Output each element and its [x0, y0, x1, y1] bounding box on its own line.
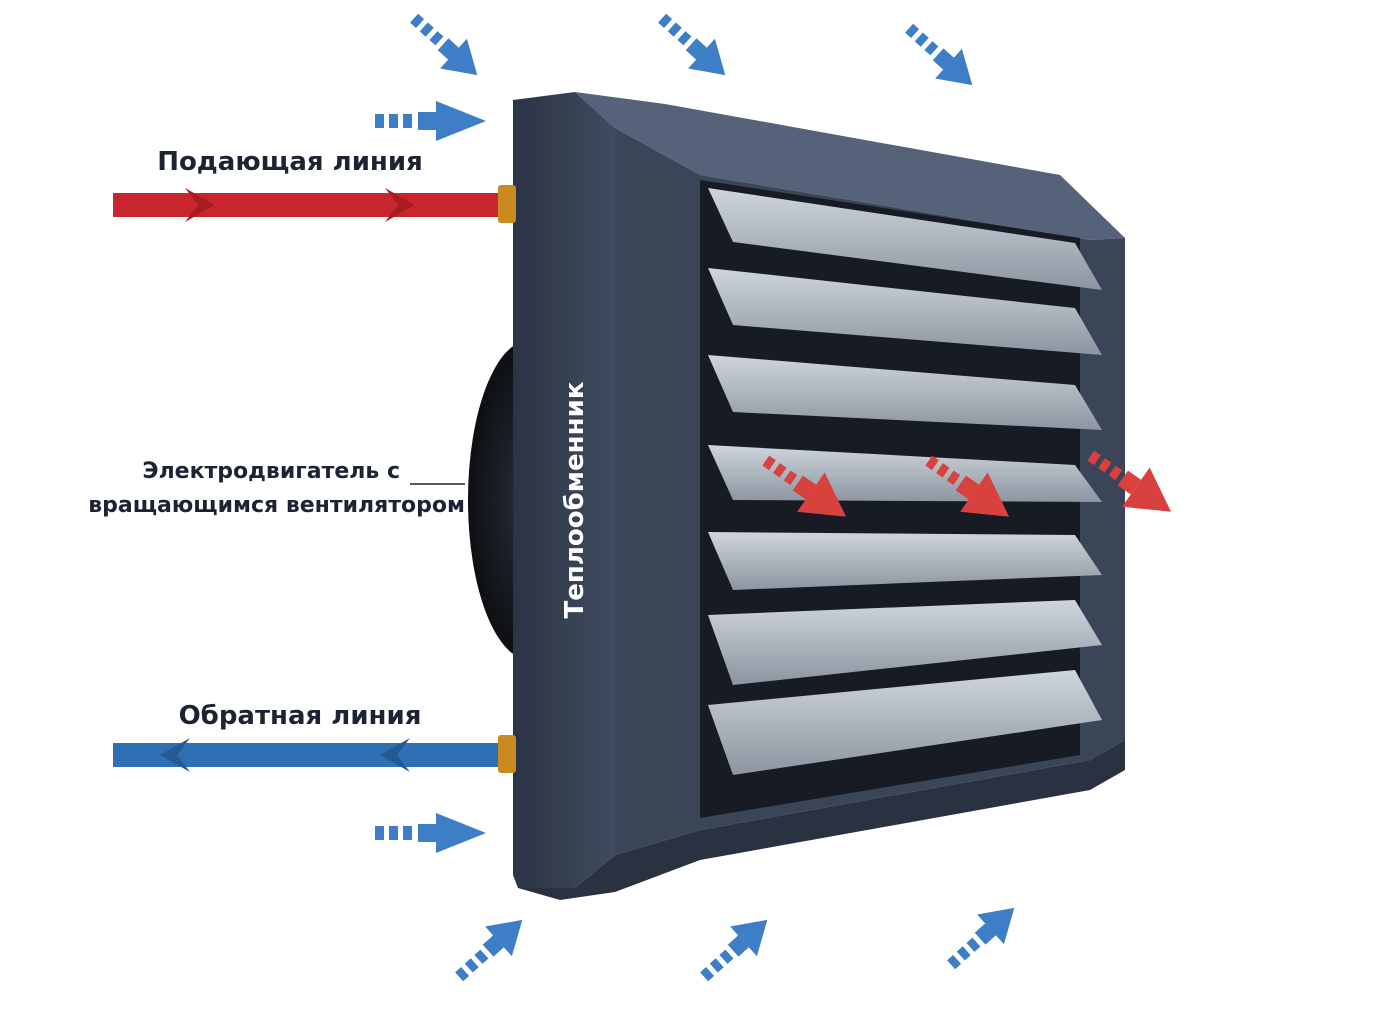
- dashed-diagonal-arrow-icon: [410, 13, 478, 76]
- louver: [708, 268, 1102, 355]
- dashed-diagonal-arrow-icon: [762, 455, 847, 517]
- dashed-diagonal-arrow-icon: [375, 813, 486, 853]
- supply-line-label: Подающая линия: [157, 147, 423, 177]
- dashed-diagonal-arrow-icon: [947, 907, 1015, 970]
- chevron-arrow-icon: [185, 188, 215, 222]
- louver: [708, 355, 1102, 430]
- heat-exchanger-label: Теплообменник: [560, 381, 590, 618]
- chevron-arrow-icon: [385, 188, 415, 222]
- louver: [708, 532, 1102, 590]
- dashed-diagonal-arrow-icon: [905, 23, 973, 86]
- return-pipe: [113, 735, 516, 773]
- dashed-diagonal-arrow-icon: [455, 919, 523, 982]
- motor-label-line1: Электродвигатель с: [142, 459, 400, 484]
- chevron-arrow-icon: [160, 738, 190, 772]
- dashed-diagonal-arrow-icon: [925, 455, 1010, 517]
- dashed-diagonal-arrow-icon: [375, 101, 486, 141]
- dashed-diagonal-arrow-icon: [1087, 450, 1172, 512]
- louver: [708, 188, 1102, 290]
- louver: [708, 600, 1102, 685]
- chevron-arrow-icon: [380, 738, 410, 772]
- dashed-diagonal-arrow-icon: [658, 13, 726, 76]
- louver: [708, 670, 1102, 775]
- dashed-diagonal-arrow-icon: [700, 919, 768, 982]
- motor-label-line2: вращающимся вентилятором: [88, 493, 465, 518]
- return-line-label: Обратная линия: [179, 701, 422, 731]
- intake-arrows: [375, 13, 1015, 982]
- outflow-arrows: [762, 450, 1172, 517]
- supply-pipe: [113, 185, 516, 223]
